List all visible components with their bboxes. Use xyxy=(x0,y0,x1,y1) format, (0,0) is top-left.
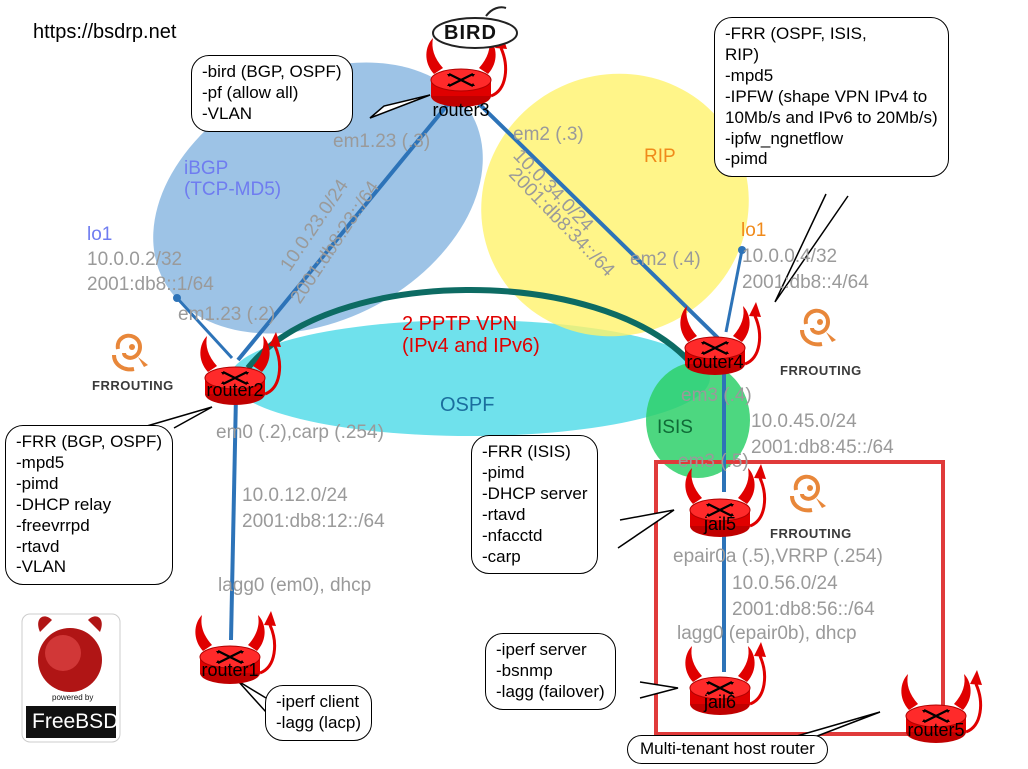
frrouting-logo-router4-text: FRROUTING xyxy=(780,363,862,378)
lo1-r4-ipv4: 10.0.0.4/32 xyxy=(742,246,838,267)
net-56-ipv4: 10.0.56.0/24 xyxy=(732,573,838,594)
router4-note-pointer xyxy=(774,193,849,303)
jail6-note: -iperf server -bsnmp -lagg (failover) xyxy=(485,633,616,710)
net-12-ipv6: 2001:db8:12::/64 xyxy=(242,511,385,532)
jail5-label: jail5 xyxy=(703,514,737,534)
ospf-label: OSPF xyxy=(440,394,495,416)
rip-label: RIP xyxy=(644,146,676,167)
link-r2-lo1 xyxy=(175,296,234,360)
router4-note: -FRR (OSPF, ISIS, RIP) -mpd5 -IPFW (shap… xyxy=(714,17,949,178)
router2-label: router2 xyxy=(206,380,264,400)
link-r3-r4 xyxy=(468,93,720,340)
lo1-r4-name: lo1 xyxy=(741,220,767,241)
host-router-note: Multi-tenant host router xyxy=(627,735,828,764)
lo1-r2-dot xyxy=(173,294,181,302)
jail5-note-pointer xyxy=(617,509,675,549)
link-r2-r1 xyxy=(229,394,238,641)
router1-note: -iperf client -lagg (lacp) xyxy=(265,685,373,741)
router2-note: -FRR (BGP, OSPF) -mpd5 -pimd -DHCP relay… xyxy=(5,425,174,586)
rip-zone xyxy=(481,73,749,337)
freebsd-powered-text: powered by xyxy=(52,693,94,702)
r1-lagg-label: lagg0 (em0), dhcp xyxy=(218,575,372,596)
jail5-epair-label: epair0a (.5),VRRP (.254) xyxy=(673,546,883,567)
pptp-vpn-link xyxy=(245,287,693,370)
net-45-ipv4: 10.0.45.0/24 xyxy=(751,411,857,432)
jail5-em3-label: em3 (.5) xyxy=(678,451,749,472)
frrouting-logo-router2-text: FRROUTING xyxy=(92,378,174,393)
r3-em2-label: em2 (.3) xyxy=(513,124,584,145)
lo1-r2-ipv4: 10.0.0.2/32 xyxy=(87,249,183,270)
link-r4-lo1 xyxy=(724,249,744,333)
isis-label: ISIS xyxy=(657,417,693,438)
jail6-lagg-label: lagg0 (epair0b), dhcp xyxy=(677,623,857,644)
frrouting-logo-jail5-icon xyxy=(790,474,828,513)
ibgp-label: iBGP (TCP-MD5) xyxy=(184,158,282,201)
jail6-note-pointer xyxy=(639,681,679,699)
frrouting-logo-router4-icon xyxy=(800,308,838,347)
router4-label: router4 xyxy=(686,352,744,372)
frrouting-logo-jail5-text: FRROUTING xyxy=(770,526,852,541)
site-url[interactable]: https://bsdrp.net xyxy=(33,21,177,43)
freebsd-logo-text: FreeBSD xyxy=(32,710,119,733)
net-45-ipv6: 2001:db8:45::/64 xyxy=(751,437,894,458)
router3-note: -bird (BGP, OSPF) -pf (allow all) -VLAN xyxy=(191,55,353,132)
pptp-vpn-label: 2 PPTP VPN (IPv4 and IPv6) xyxy=(402,313,540,358)
multi-tenant-host-box xyxy=(654,460,945,736)
r4-em2-label: em2 (.4) xyxy=(630,249,701,270)
freebsd-logo xyxy=(21,613,121,743)
jail6-label: jail6 xyxy=(703,692,737,712)
lo1-r4-dot xyxy=(738,246,746,254)
net-12-ipv4: 10.0.12.0/24 xyxy=(242,485,348,506)
net-56-ipv6: 2001:db8:56::/64 xyxy=(732,599,875,620)
router1-note-pointer xyxy=(237,680,267,713)
lo1-r2-ipv6: 2001:db8::1/64 xyxy=(87,274,214,295)
frrouting-logo-router2-icon xyxy=(112,333,150,372)
link-r2-r3 xyxy=(236,90,460,362)
lo1-r2-name: lo1 xyxy=(87,224,113,245)
lo1-r4-ipv6: 2001:db8::4/64 xyxy=(742,272,869,293)
r2-em0-label: em0 (.2),carp (.254) xyxy=(216,422,384,443)
r2-em1-label: em1.23 (.2) xyxy=(178,304,276,325)
ospf-zone xyxy=(230,320,710,436)
host-note-pointer xyxy=(789,711,881,739)
bird-logo xyxy=(432,6,518,49)
router3-note-pointer xyxy=(369,94,431,119)
jail5-note: -FRR (ISIS) -pimd -DHCP server -rtavd -n… xyxy=(471,435,599,575)
r3-em1-label: em1.23 (.3) xyxy=(333,131,431,152)
router3-label: router3 xyxy=(432,100,490,120)
router1-label: router1 xyxy=(201,660,259,680)
r4-em3-label: em3 (.4) xyxy=(681,385,752,406)
router5-label: router5 xyxy=(907,720,965,740)
bird-logo-text: BIRD xyxy=(444,22,497,44)
router2-note-pointer xyxy=(139,406,213,429)
